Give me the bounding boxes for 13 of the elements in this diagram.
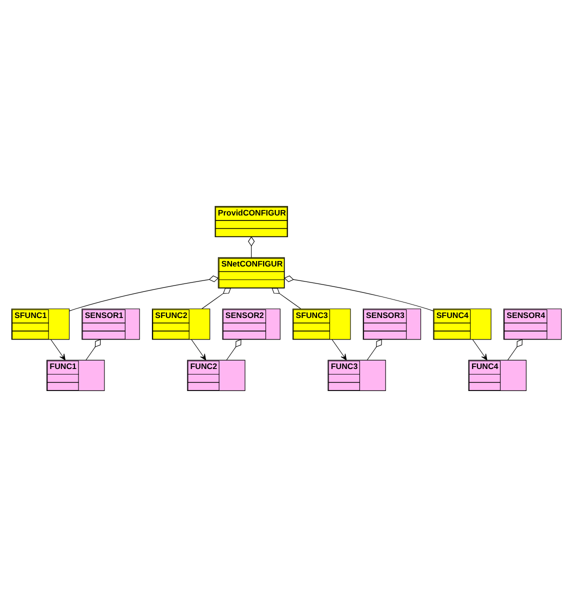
arrow [332,339,347,360]
arrow [50,339,66,360]
connector [69,276,219,312]
connector [508,339,522,360]
connector [226,339,242,360]
connector [202,288,232,310]
arrow [472,339,488,360]
connector [248,236,255,258]
connector [284,276,434,312]
connector [86,339,101,360]
connector [366,339,382,360]
arrow [191,339,206,360]
connector [272,288,302,310]
